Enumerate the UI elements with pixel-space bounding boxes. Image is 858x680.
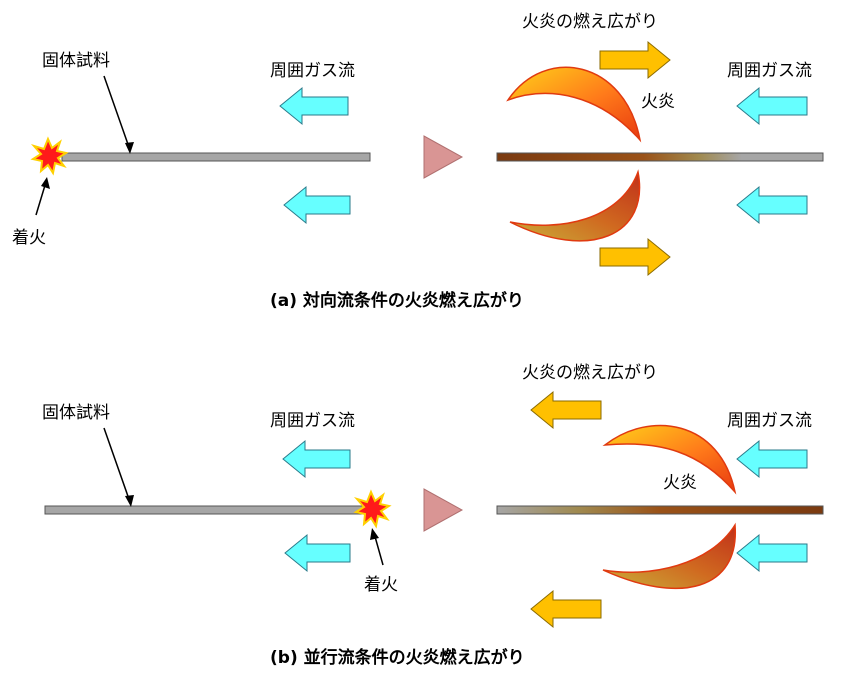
leader-arrowhead-icon [41, 177, 50, 189]
leader-arrowhead-icon [370, 528, 379, 540]
leader-arrowhead-icon [125, 142, 134, 154]
ambient-gas-flow-label-right: 周囲ガス流 [727, 61, 812, 81]
solid-sample-label: 固体試料 [42, 51, 110, 71]
ignition-burst-icon [353, 489, 392, 529]
gas-flow-arrow-icon [736, 86, 808, 126]
flame-upper-icon [602, 424, 737, 495]
flame-lower-icon [602, 522, 736, 590]
leader-arrowhead-icon [125, 495, 134, 507]
ignition-burst-icon [30, 136, 69, 176]
gas-flow-arrow-icon [736, 185, 808, 225]
solid-sample-leader [103, 427, 131, 503]
panel-a-caption: (a) 対向流条件の火炎燃え広がり [270, 290, 524, 311]
flame-spread-arrow-icon [530, 390, 602, 430]
flame-spread-arrow-icon [599, 237, 671, 277]
flame-upper-icon [506, 66, 642, 143]
gas-flow-arrow-icon [284, 533, 351, 573]
ambient-gas-flow-label-right: 周囲ガス流 [727, 411, 812, 431]
solid-sample-rod [44, 505, 371, 515]
ignition-label: 着火 [364, 575, 398, 595]
ambient-gas-flow-label-left: 周囲ガス流 [270, 61, 355, 81]
panel-a: 固体試料 着火 周囲ガス流 火炎の燃え広がり 火炎 周囲ガス流 (a) 対向流条… [12, 12, 824, 311]
ignition-leader [35, 181, 47, 216]
burning-sample-rod [496, 152, 824, 162]
transition-triangle-icon [423, 488, 464, 532]
transition-triangle-icon [423, 135, 464, 179]
burning-sample-rod [496, 505, 824, 515]
gas-flow-arrow-icon [282, 439, 351, 479]
ambient-gas-flow-label-left: 周囲ガス流 [270, 411, 355, 431]
flame-spread-label: 火炎の燃え広がり [522, 12, 658, 32]
panel-b: 固体試料 着火 周囲ガス流 火炎の燃え広がり 火炎 周囲ガス流 (b) 並行流条… [42, 363, 824, 668]
gas-flow-arrow-icon [283, 185, 351, 225]
gas-flow-arrow-icon [736, 439, 808, 479]
solid-sample-rod [61, 152, 371, 162]
flame-label: 火炎 [663, 473, 697, 493]
gas-flow-arrow-icon [279, 86, 349, 126]
flame-spread-arrow-icon [530, 589, 602, 629]
ignition-label: 着火 [12, 228, 46, 248]
solid-sample-leader [103, 75, 131, 151]
flame-label: 火炎 [641, 92, 675, 112]
solid-sample-label: 固体試料 [42, 403, 110, 423]
panel-b-caption: (b) 並行流条件の火炎燃え広がり [270, 647, 525, 668]
flame-lower-icon [509, 169, 641, 242]
gas-flow-arrow-icon [736, 533, 808, 573]
flame-spread-arrow-icon [599, 40, 671, 80]
flame-spread-label: 火炎の燃え広がり [522, 363, 658, 383]
